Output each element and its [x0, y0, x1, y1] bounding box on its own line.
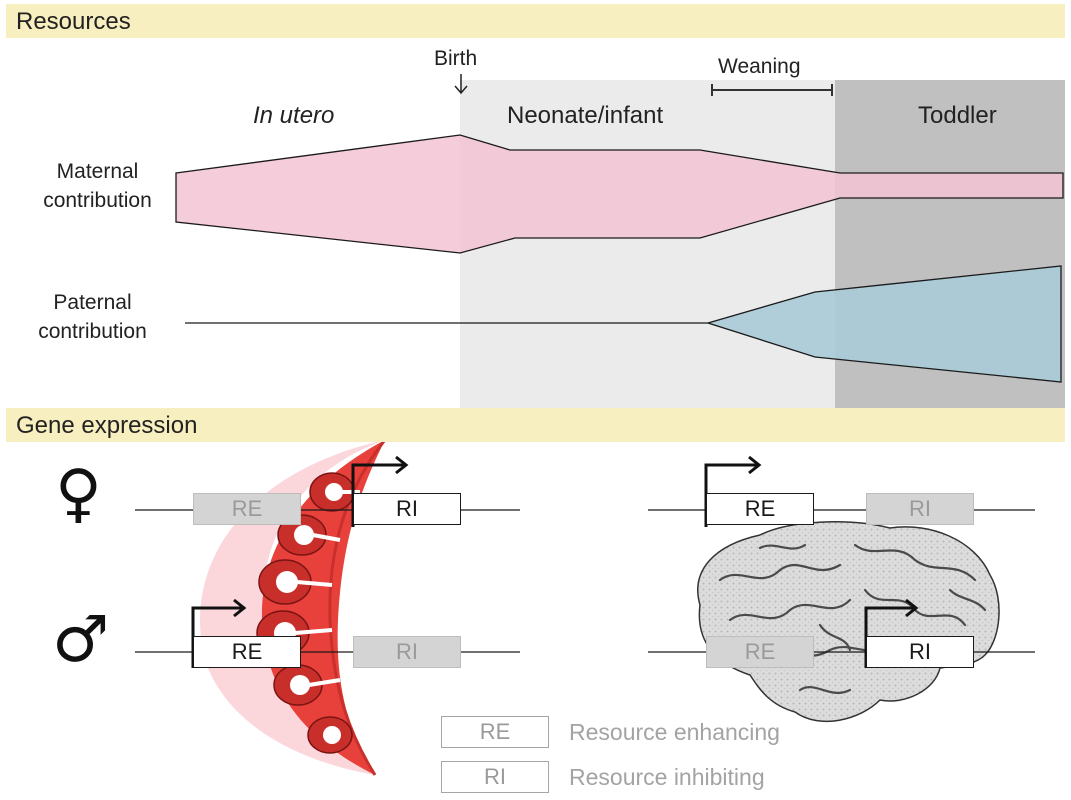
- maternal-placenta-re-gene: RE: [193, 493, 301, 525]
- weaning-label: Weaning: [718, 55, 801, 78]
- birth-arrow: [454, 74, 468, 95]
- gene-expression-banner: Gene expression: [6, 408, 1065, 442]
- paternal-contribution-label: Paternal contribution: [38, 291, 147, 343]
- paternal-placenta-ri-gene: RI: [353, 636, 461, 668]
- legend-ri-text: Resource inhibiting: [569, 764, 765, 790]
- resources-heading: Resources: [16, 8, 131, 35]
- paternal-brain-ri-gene: RI: [866, 636, 974, 668]
- maternal-brain-ri-gene: RI: [866, 493, 974, 525]
- legend-ri-box: RI: [441, 761, 549, 793]
- paternal-contribution-wedge: [705, 265, 1062, 383]
- weaning-bracket: [711, 84, 833, 96]
- brain-illustration: [697, 521, 1000, 723]
- resources-banner: Resources: [6, 4, 1065, 38]
- neonate-label: Neonate/infant: [507, 102, 664, 129]
- in-utero-label: In utero: [253, 102, 335, 129]
- maternal-contribution-band: [175, 134, 1064, 254]
- toddler-label: Toddler: [918, 102, 997, 129]
- male-symbol-icon: ♂: [52, 603, 110, 677]
- maternal-brain-re-gene: RE: [706, 493, 814, 525]
- female-symbol-icon: ♀: [55, 457, 102, 531]
- paternal-placenta-re-gene: RE: [193, 636, 301, 668]
- maternal-contribution-label: Maternal contribution: [43, 160, 152, 212]
- legend-re-box: RE: [441, 716, 549, 748]
- legend-re-text: Resource enhancing: [569, 719, 780, 745]
- neonate-background: [460, 80, 710, 408]
- gene-expression-heading: Gene expression: [16, 412, 198, 439]
- maternal-placenta-ri-gene: RI: [353, 493, 461, 525]
- paternal-brain-re-gene: RE: [706, 636, 814, 668]
- birth-label: Birth: [434, 47, 478, 70]
